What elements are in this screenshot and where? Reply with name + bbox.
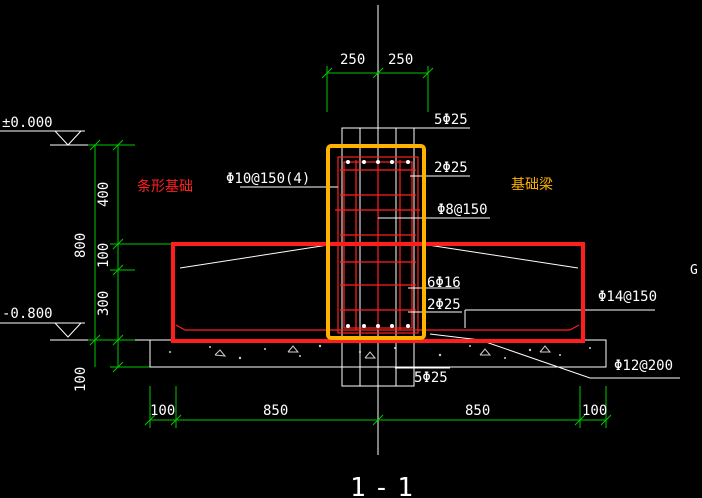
label-footing-dist: Φ12@200: [614, 358, 673, 374]
foundation-beam-box: [326, 144, 426, 340]
bottom-dim-100-right: 100: [582, 403, 607, 419]
edge-glyph: G: [690, 263, 698, 278]
label-bottom-bars: 5Φ25: [414, 370, 448, 386]
label-stirrup: Φ8@150: [437, 202, 488, 218]
label-lower-bars: 2Φ25: [427, 297, 461, 313]
strip-foundation-box: [171, 242, 585, 343]
dim-300: 300: [96, 291, 112, 316]
leader-lines: [240, 127, 680, 379]
elevation-top: ±0.000: [2, 115, 53, 131]
label-side-bars: 6Φ16: [427, 275, 461, 291]
bottom-dim-850-left: 850: [263, 403, 288, 419]
footing-outline: [179, 244, 579, 269]
label-footing-main: Φ14@150: [598, 289, 657, 305]
elevation-bottom: -0.800: [2, 306, 53, 322]
elevation-bottom-marker: [0, 322, 150, 341]
foundation-beam-label: 基础梁: [511, 176, 553, 193]
rebar-dots: [346, 160, 410, 328]
top-dimension: [321, 66, 434, 112]
dim-400: 400: [96, 182, 112, 207]
label-middle-bars: 2Φ25: [434, 160, 468, 176]
top-dim-250-right: 250: [388, 52, 413, 68]
section-title: 1-1: [350, 473, 421, 498]
top-dim-250-left: 250: [340, 52, 365, 68]
bottom-dim-850-right: 850: [465, 403, 490, 419]
bottom-dimension: [144, 386, 612, 428]
dim-100-lower: 100: [73, 367, 89, 392]
dim-100-upper: 100: [96, 243, 112, 268]
dim-800: 800: [73, 233, 89, 258]
label-top-bars: 5Φ25: [434, 112, 468, 128]
elevation-top-marker: [0, 130, 105, 146]
bottom-dim-100-left: 100: [150, 403, 175, 419]
label-stirrup-left: Φ10@150(4): [226, 171, 310, 187]
strip-foundation-label: 条形基础: [137, 178, 193, 195]
